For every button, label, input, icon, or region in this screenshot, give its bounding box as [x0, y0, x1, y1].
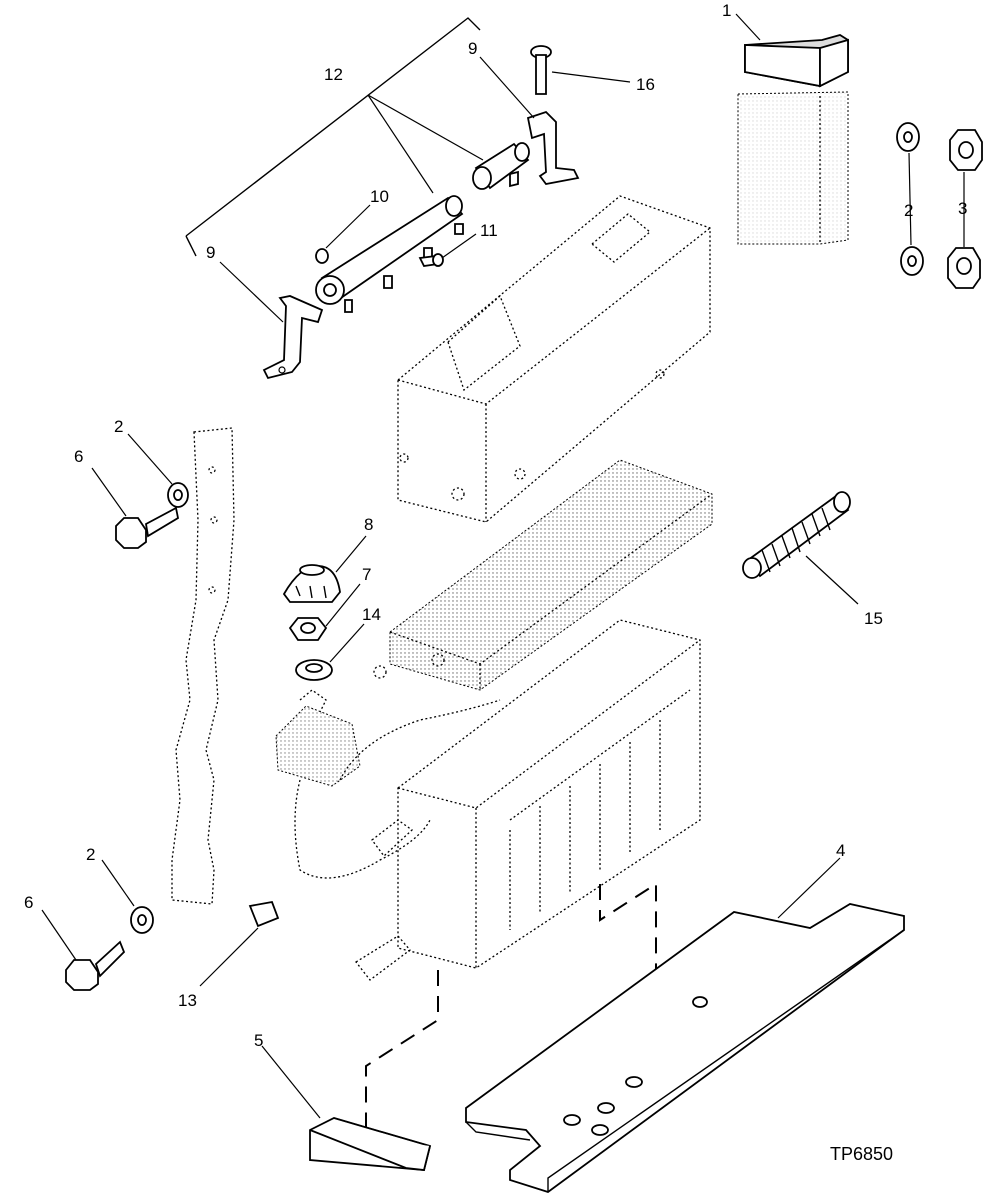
part-7-hex-nut	[288, 583, 361, 641]
part-9-bracket-left	[219, 261, 324, 380]
callout-12: 12	[324, 65, 343, 84]
callout-labels: 1 2 3 2 6 2 6 4 5 7 8 9 9 10 11 12 13 14…	[24, 1, 967, 1050]
dotted-side-panel-right	[737, 91, 849, 245]
part-15-coil-spring	[742, 491, 859, 605]
part-12-leaders	[367, 94, 484, 194]
dotted-heater-housing-lower	[355, 619, 701, 981]
callout-2-left-upper: 2	[114, 417, 123, 436]
dotted-switch-and-cable	[275, 689, 501, 879]
callout-2-left-lower: 2	[86, 845, 95, 864]
part-2-washer-pair-right	[896, 122, 924, 276]
dotted-heater-core	[373, 459, 713, 691]
part-11-screw	[418, 233, 477, 267]
callout-4: 4	[836, 841, 845, 860]
callout-13: 13	[178, 991, 197, 1010]
part-2-washer-left-lower	[101, 859, 154, 934]
callout-11: 11	[480, 221, 498, 240]
part-6-bolt-lower	[41, 909, 126, 991]
callout-15: 15	[864, 609, 883, 628]
callout-5: 5	[254, 1031, 263, 1050]
part-13-clip	[199, 900, 280, 987]
part-12-short-tube	[472, 142, 530, 190]
callout-8: 8	[364, 515, 373, 534]
part-5-wedge-block	[261, 1045, 432, 1171]
part-2-washer-left-upper	[127, 433, 189, 508]
part-16-bolt	[530, 45, 631, 95]
dotted-heater-housing-upper	[397, 195, 711, 523]
part-9-bracket-right	[479, 56, 580, 185]
part-14-lock-washer	[295, 623, 365, 681]
callout-7: 7	[362, 565, 371, 584]
part-8-control-knob	[282, 535, 367, 603]
callout-2-right: 2	[904, 201, 913, 220]
part-6-bolt-upper	[91, 467, 180, 549]
assembly-bracket	[185, 17, 481, 257]
callout-10: 10	[370, 187, 389, 206]
callout-1: 1	[722, 1, 731, 20]
part-3-nut-pair	[947, 129, 983, 289]
callout-6-upper: 6	[74, 447, 83, 466]
callout-14: 14	[362, 605, 381, 624]
dotted-mounting-plate-left	[171, 427, 235, 905]
part-1-corner-pad	[744, 34, 849, 88]
part-10-small-nut	[315, 204, 371, 264]
figure-code: TP6850	[830, 1144, 893, 1164]
callout-16: 16	[636, 75, 655, 94]
part-4-base-plate	[465, 857, 905, 1193]
callout-6-lower: 6	[24, 893, 33, 912]
callout-9-left: 9	[206, 243, 215, 262]
callout-3: 3	[958, 199, 967, 218]
dashed-locating-lines	[365, 882, 657, 1140]
callout-9-right: 9	[468, 39, 477, 58]
